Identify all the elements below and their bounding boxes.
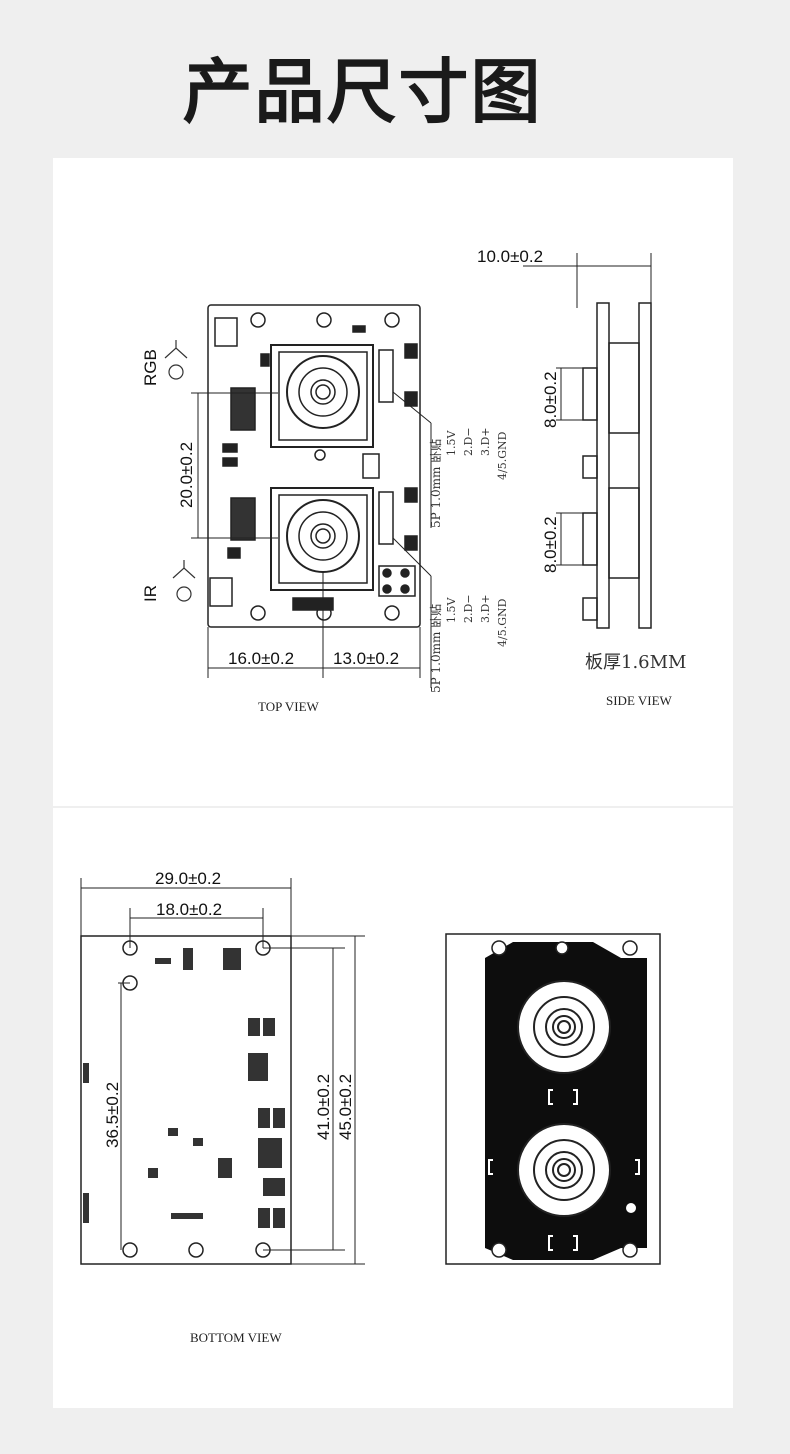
- pin-label: 1.5V: [445, 597, 458, 623]
- front-view-board: [445, 933, 661, 1265]
- ir-sensor-icon: [172, 560, 196, 602]
- hole-spacing-dim-label: 18.0±0.2: [156, 900, 222, 919]
- side-dimension-lines: [523, 253, 652, 566]
- rgb-label: RGB: [141, 349, 160, 386]
- side-width-dim-label: 10.0±0.2: [477, 247, 543, 266]
- hole-height-dim-label: 36.5±0.2: [103, 1082, 122, 1148]
- right-width-dim-label: 13.0±0.2: [333, 649, 399, 668]
- pin-label: 2.D−: [462, 427, 475, 456]
- top-view-caption: TOP VIEW: [258, 699, 320, 714]
- pin-label: 2.D−: [462, 594, 475, 623]
- page-title: 产品尺寸图: [182, 51, 543, 133]
- bottom-width-dim-label: 29.0±0.2: [155, 869, 221, 888]
- bottom-dimension-lines: [80, 878, 365, 1265]
- outer-height-dim-label: 45.0±0.2: [336, 1074, 355, 1140]
- pin-label: 1.5V: [445, 430, 458, 456]
- bottom-panel: 29.0±0.2 18.0±0.2 36.5±0.2 41.0±0.2 45.0…: [53, 808, 733, 1408]
- connector-leader-lines: [392, 391, 432, 688]
- pin-label: 3.D+: [479, 594, 492, 623]
- lens-lower-dim-label: 8.0±0.2: [541, 516, 560, 573]
- ir-label: IR: [141, 585, 160, 602]
- bottom-view-components: [83, 948, 285, 1228]
- pin-labels-lower: 1.5V 2.D− 3.D+ 4/5.GND: [445, 594, 509, 647]
- connector-label-lower: 5P 1.0mm 卧贴: [429, 604, 443, 693]
- lower-lens-icon: [517, 1123, 611, 1217]
- width-dimension-lines: [207, 573, 421, 678]
- pin-label: 4/5.GND: [496, 598, 509, 647]
- height-dim-label: 20.0±0.2: [177, 442, 196, 508]
- bottom-view-caption: BOTTOM VIEW: [190, 1330, 282, 1345]
- pin-label: 3.D+: [479, 427, 492, 456]
- pin-labels-upper: 1.5V 2.D− 3.D+ 4/5.GND: [445, 427, 509, 480]
- side-view-caption: SIDE VIEW: [606, 693, 673, 708]
- inner-height-dim-label: 41.0±0.2: [314, 1074, 333, 1140]
- connector-label-upper: 5P 1.0mm 卧贴: [429, 439, 443, 528]
- top-view-board: [207, 304, 421, 628]
- height-dimension-lines: [191, 392, 278, 539]
- lens-upper-dim-label: 8.0±0.2: [541, 371, 560, 428]
- left-width-dim-label: 16.0±0.2: [228, 649, 294, 668]
- bracket-marks: [488, 1089, 640, 1251]
- upper-lens-icon: [517, 980, 611, 1074]
- pin-label: 4/5.GND: [496, 431, 509, 480]
- board-thickness-label: 板厚1.6MM: [585, 652, 687, 673]
- side-view-drawing: [582, 302, 652, 629]
- rgb-sensor-icon: [164, 340, 188, 380]
- top-panel: RGB IR 20.0±0.2 16.0±0.2 13.0±0.2 5P 1.0…: [53, 158, 733, 806]
- top-drawing: RGB IR 20.0±0.2 16.0±0.2 13.0±0.2 5P 1.0…: [141, 247, 687, 714]
- bottom-view-board: [80, 935, 292, 1265]
- bottom-drawing: 29.0±0.2 18.0±0.2 36.5±0.2 41.0±0.2 45.0…: [80, 869, 661, 1345]
